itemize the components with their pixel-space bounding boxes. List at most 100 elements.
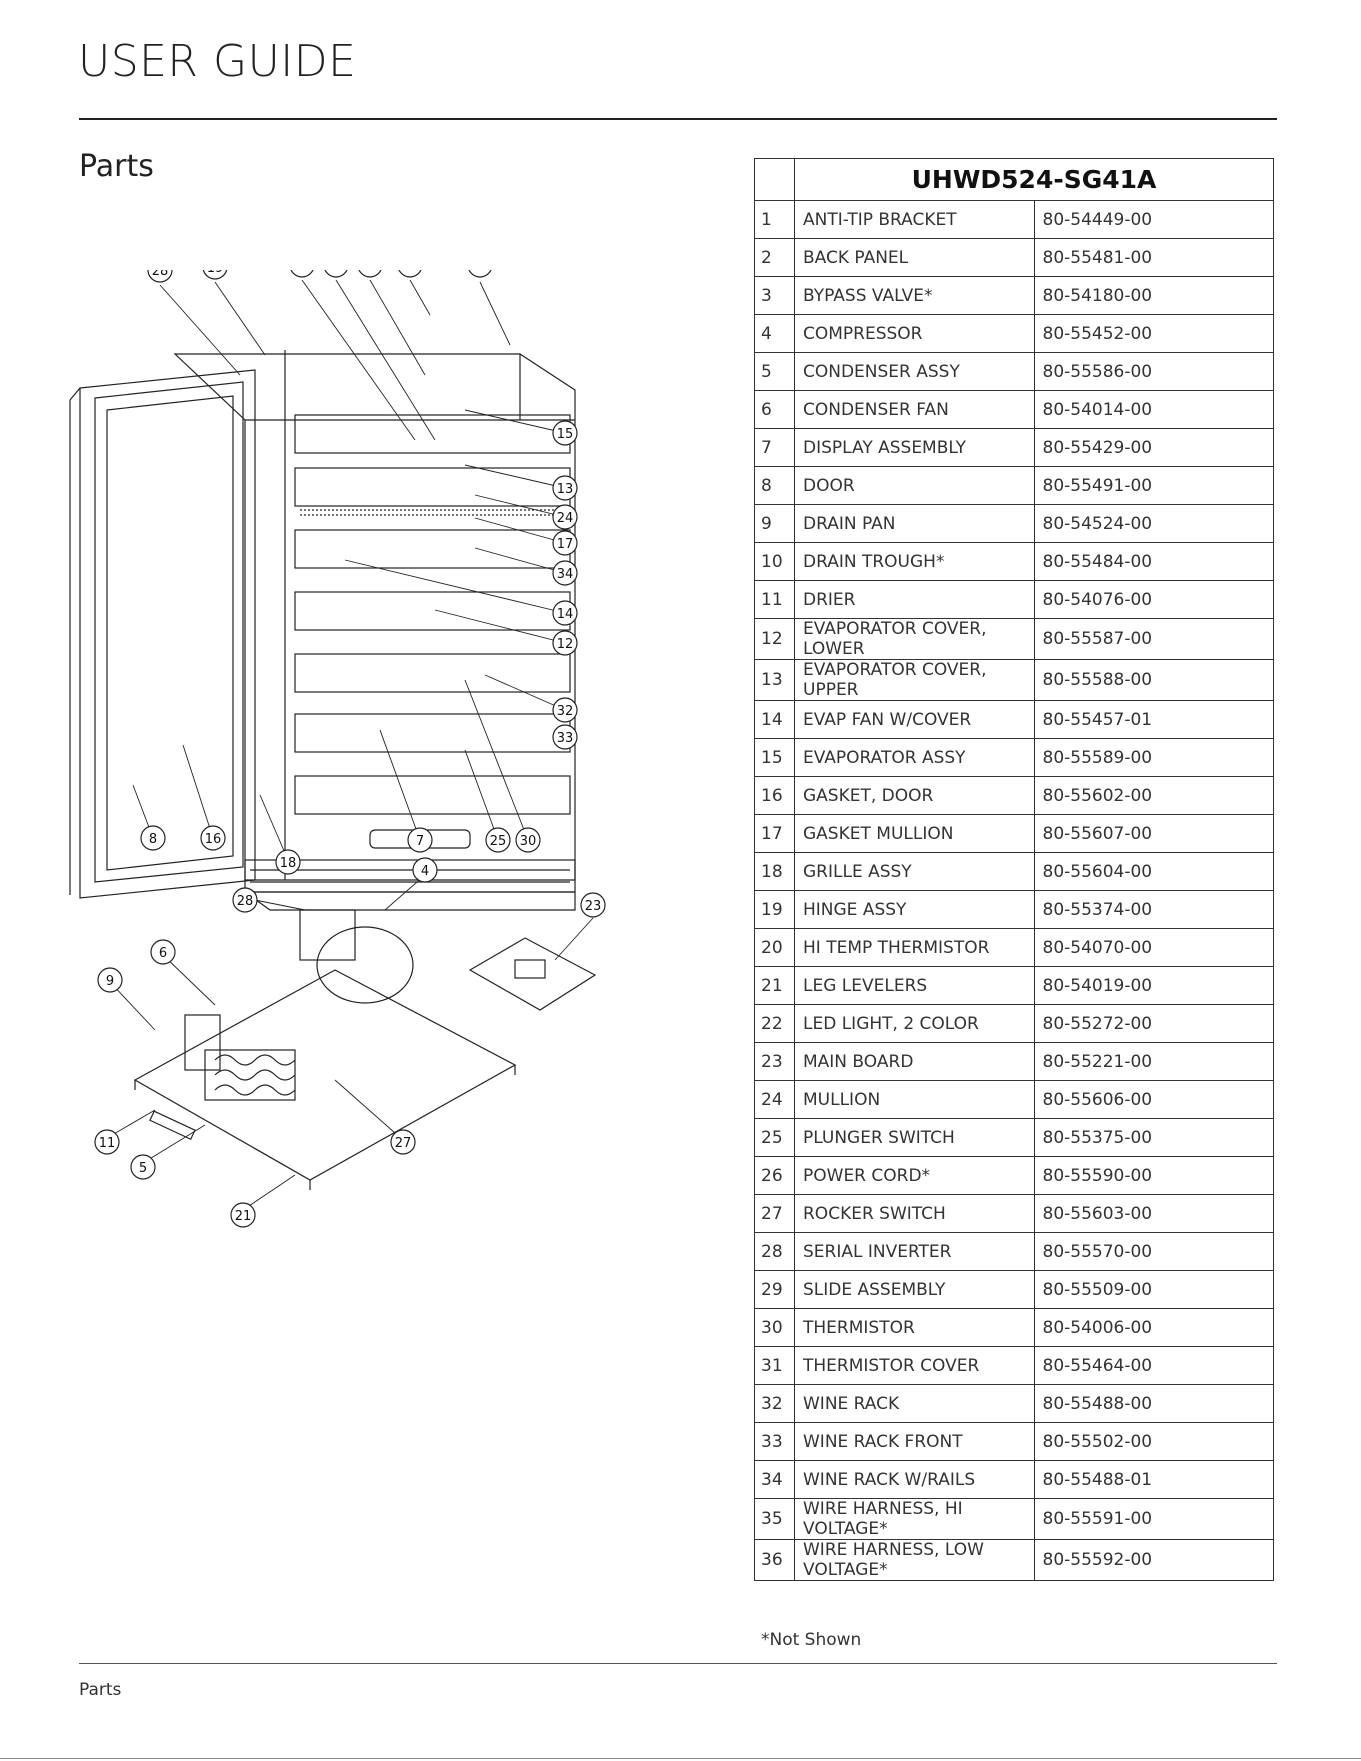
svg-text:1: 1 (476, 270, 484, 274)
part-code: 80-55603-00 (1033, 1194, 1274, 1233)
part-number-index: 6 (754, 390, 795, 429)
part-number-index: 5 (754, 352, 795, 391)
callout-34: 34 (552, 560, 578, 586)
part-number-index: 22 (754, 1004, 795, 1043)
part-number-index: 32 (754, 1384, 795, 1423)
parts-table-header-blank (754, 158, 795, 201)
part-number-index: 12 (754, 618, 795, 660)
part-name: LED LIGHT, 2 COLOR (794, 1004, 1035, 1043)
callout-31: 31 (290, 270, 314, 278)
part-number-index: 17 (754, 814, 795, 853)
callout-21: 21 (230, 1202, 256, 1228)
part-name: WIRE HARNESS, LOW VOLTAGE* (794, 1539, 1035, 1581)
diagram-callouts: 28 19 31 20 22 2 1 15 13 24 17 34 14 12 … (94, 270, 606, 1228)
part-code: 80-55592-00 (1033, 1539, 1274, 1581)
callout-7: 7 (407, 827, 433, 853)
callout-15: 15 (552, 420, 578, 446)
page-bottom-edge (0, 1758, 1361, 1759)
callout-30: 30 (515, 827, 541, 853)
part-code: 80-55590-00 (1033, 1156, 1274, 1195)
part-code: 80-55604-00 (1033, 852, 1274, 891)
part-name: LEG LEVELERS (794, 966, 1035, 1005)
sealed-system-illustration (133, 909, 597, 1190)
part-code: 80-55429-00 (1033, 428, 1274, 467)
part-number-index: 29 (754, 1270, 795, 1309)
svg-text:25: 25 (490, 834, 507, 849)
part-name: HI TEMP THERMISTOR (794, 928, 1035, 967)
part-number-index: 11 (754, 580, 795, 619)
wine-cooler-illustration (69, 350, 576, 911)
part-code: 80-54070-00 (1033, 928, 1274, 967)
svg-text:11: 11 (99, 1136, 116, 1151)
part-name: DOOR (794, 466, 1035, 505)
svg-text:19: 19 (207, 270, 224, 276)
part-number-index: 18 (754, 852, 795, 891)
part-code: 80-55587-00 (1033, 618, 1274, 660)
part-name: WINE RACK FRONT (794, 1422, 1035, 1461)
svg-text:27: 27 (395, 1136, 412, 1151)
part-number-index: 20 (754, 928, 795, 967)
svg-text:12: 12 (557, 637, 574, 652)
part-number-index: 14 (754, 700, 795, 739)
part-number-index: 35 (754, 1498, 795, 1540)
part-number-index: 3 (754, 276, 795, 315)
part-code: 80-55457-01 (1033, 700, 1274, 739)
part-name: POWER CORD* (794, 1156, 1035, 1195)
callout-16: 16 (200, 825, 226, 851)
part-number-index: 24 (754, 1080, 795, 1119)
callout-14: 14 (552, 600, 578, 626)
part-name: EVAPORATOR ASSY (794, 738, 1035, 777)
part-code: 80-55375-00 (1033, 1118, 1274, 1157)
part-number-index: 8 (754, 466, 795, 505)
part-number-index: 1 (754, 200, 795, 239)
part-code: 80-55491-00 (1033, 466, 1274, 505)
part-name: DRAIN TROUGH* (794, 542, 1035, 581)
callout-28-lower: 28 (232, 887, 258, 913)
svg-text:7: 7 (416, 834, 424, 849)
part-name: WIRE HARNESS, HI VOLTAGE* (794, 1498, 1035, 1540)
svg-text:8: 8 (149, 832, 157, 847)
callout-6: 6 (150, 939, 176, 965)
part-code: 80-54006-00 (1033, 1308, 1274, 1347)
svg-text:16: 16 (205, 832, 222, 847)
svg-text:31: 31 (294, 270, 311, 274)
svg-text:17: 17 (557, 537, 574, 552)
part-code: 80-55588-00 (1033, 659, 1274, 701)
part-code: 80-54014-00 (1033, 390, 1274, 429)
part-number-index: 23 (754, 1042, 795, 1081)
part-name: COMPRESSOR (794, 314, 1035, 353)
part-name: SERIAL INVERTER (794, 1232, 1035, 1271)
callout-11: 11 (94, 1129, 120, 1155)
svg-text:2: 2 (406, 270, 414, 274)
callout-13: 13 (552, 475, 578, 501)
part-number-index: 36 (754, 1539, 795, 1581)
svg-text:13: 13 (557, 482, 574, 497)
svg-text:15: 15 (557, 427, 574, 442)
svg-text:28: 28 (152, 270, 169, 279)
part-code: 80-55509-00 (1033, 1270, 1274, 1309)
callout-20: 20 (324, 270, 348, 278)
footer-divider (79, 1663, 1277, 1664)
callout-23: 23 (580, 892, 606, 918)
svg-text:21: 21 (235, 1209, 252, 1224)
part-code: 80-55488-00 (1033, 1384, 1274, 1423)
part-number-index: 7 (754, 428, 795, 467)
part-name: GASKET MULLION (794, 814, 1035, 853)
part-number-index: 15 (754, 738, 795, 777)
part-number-index: 10 (754, 542, 795, 581)
svg-text:24: 24 (557, 511, 574, 526)
